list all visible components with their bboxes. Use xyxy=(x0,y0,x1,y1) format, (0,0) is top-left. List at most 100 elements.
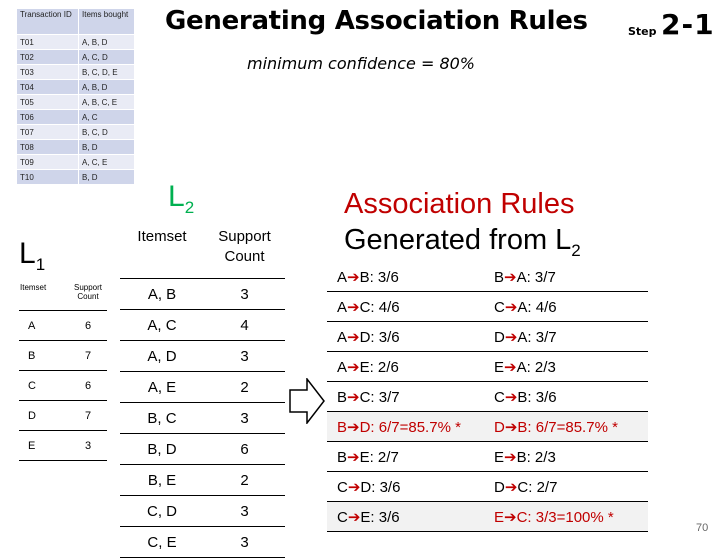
rule-antecedent: C xyxy=(337,478,348,496)
transaction-items: A, C xyxy=(78,109,134,125)
right-arrow-icon: ➔ xyxy=(504,508,517,526)
l2-itemset: C, E xyxy=(120,526,204,558)
right-arrow-icon: ➔ xyxy=(504,358,517,376)
right-arrow-icon: ➔ xyxy=(347,418,360,436)
rule-cell: A➔B: 3/6 xyxy=(327,262,484,292)
rule-consequent: C: 3/3=100% * xyxy=(516,508,614,526)
rule-cell: A➔E: 2/6 xyxy=(327,351,484,382)
l1-header-itemset: Itemset xyxy=(19,282,69,311)
rule-consequent: C: 4/6 xyxy=(359,298,400,316)
rule-consequent: A: 3/7 xyxy=(517,328,557,346)
rules-title-subscript: 2 xyxy=(571,240,581,260)
rule-antecedent: B xyxy=(337,448,348,466)
rule-consequent: A: 3/7 xyxy=(516,268,556,286)
l1-header-support: Support Count xyxy=(69,282,107,311)
rule-antecedent: E xyxy=(494,508,505,526)
rule-cell: D➔A: 3/7 xyxy=(484,321,648,352)
l2-support: 3 xyxy=(204,278,285,310)
rule-consequent: E: 2/7 xyxy=(359,448,399,466)
l2-itemset: A, C xyxy=(120,309,204,341)
l2-support: 3 xyxy=(204,495,285,527)
min-confidence-note: minimum confidence = 80% xyxy=(247,54,475,73)
rule-cell: B➔A: 3/7 xyxy=(484,262,648,292)
rule-antecedent: E xyxy=(494,358,505,376)
transaction-items: A, C, D xyxy=(78,49,134,65)
l2-support: 3 xyxy=(204,526,285,558)
rule-antecedent: D xyxy=(494,418,505,436)
l2-support: 3 xyxy=(204,340,285,372)
l2-support: 3 xyxy=(204,402,285,434)
rule-consequent: E: 2/6 xyxy=(359,358,399,376)
rules-title-text: Generated from L xyxy=(344,224,572,256)
rule-consequent: B: 3/6 xyxy=(517,388,557,406)
l1-itemset: D xyxy=(19,400,69,431)
rule-cell: C➔B: 3/6 xyxy=(484,381,648,412)
rule-antecedent: D xyxy=(494,478,505,496)
right-arrow-icon: ➔ xyxy=(347,478,361,496)
rule-antecedent: B xyxy=(337,388,348,406)
rule-antecedent: A xyxy=(337,358,348,376)
rule-cell: C➔A: 4/6 xyxy=(484,291,648,322)
right-arrow-icon: ➔ xyxy=(504,388,518,406)
l2-heading: L2 xyxy=(168,180,194,218)
rule-cell: E➔C: 3/3=100% * xyxy=(484,501,648,532)
transaction-items: A, B, C, E xyxy=(78,94,134,110)
step-number: 2-1 xyxy=(661,8,715,41)
l1-itemset: B xyxy=(19,340,69,371)
right-arrow-icon: ➔ xyxy=(504,328,518,346)
right-arrow-icon: ➔ xyxy=(504,418,518,436)
rule-consequent: B: 6/7=85.7% * xyxy=(517,418,618,436)
rule-cell: B➔C: 3/7 xyxy=(327,381,484,412)
right-arrow-icon: ➔ xyxy=(347,448,360,466)
right-arrow-icon: ➔ xyxy=(347,328,360,346)
rule-consequent: D: 3/6 xyxy=(360,478,401,496)
right-arrow-icon: ➔ xyxy=(504,448,517,466)
right-arrow-icon: ➔ xyxy=(347,388,360,406)
l2-heading-letter: L xyxy=(168,180,185,213)
rule-cell: B➔E: 2/7 xyxy=(327,441,484,472)
l2-itemset: B, D xyxy=(120,433,204,465)
transaction-id: T03 xyxy=(17,64,79,80)
l1-support: 6 xyxy=(69,310,107,341)
right-arrow-icon: ➔ xyxy=(347,268,360,286)
transaction-id: T05 xyxy=(17,94,79,110)
rules-title-line1: Association Rules xyxy=(344,188,575,220)
l2-itemset: B, C xyxy=(120,402,204,434)
transaction-items: B, D xyxy=(78,139,134,155)
rule-consequent: A: 2/3 xyxy=(516,358,556,376)
right-arrow-icon: ➔ xyxy=(504,478,518,496)
rule-cell: C➔D: 3/6 xyxy=(327,471,484,502)
rule-consequent: D: 6/7=85.7% * xyxy=(359,418,461,436)
rule-consequent: D: 3/6 xyxy=(359,328,400,346)
rule-antecedent: E xyxy=(494,448,505,466)
l1-support: 7 xyxy=(69,340,107,371)
rule-cell: E➔B: 2/3 xyxy=(484,441,648,472)
rule-antecedent: A xyxy=(337,328,348,346)
rule-antecedent: C xyxy=(494,298,505,316)
l1-support: 6 xyxy=(69,370,107,401)
l1-support: 7 xyxy=(69,400,107,431)
rule-cell: A➔D: 3/6 xyxy=(327,321,484,352)
rule-consequent: B: 2/3 xyxy=(516,448,556,466)
transaction-items: A, B, D xyxy=(78,34,134,50)
rule-cell: B➔D: 6/7=85.7% * xyxy=(327,411,484,442)
